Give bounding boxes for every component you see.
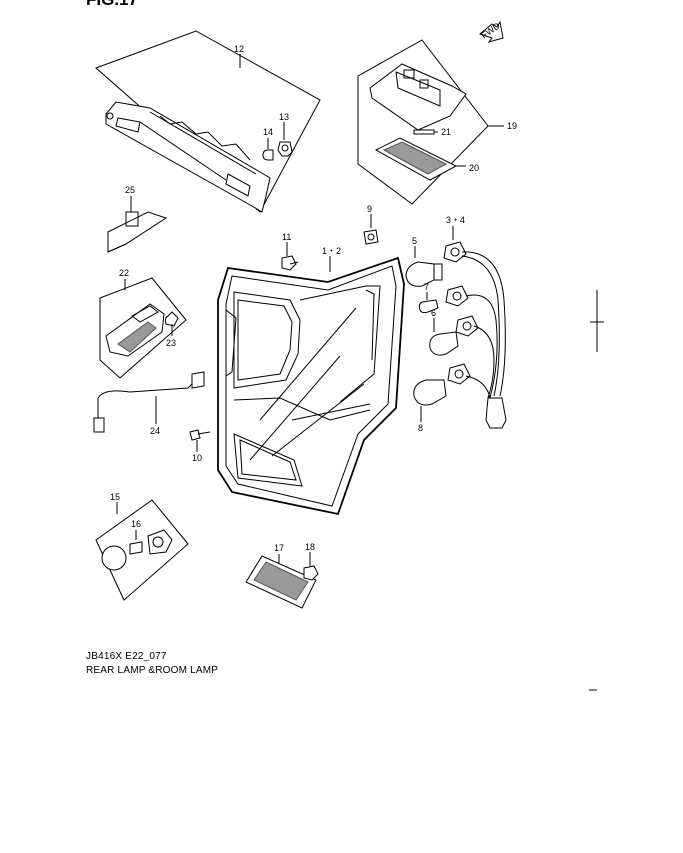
part-label-14: 14 bbox=[263, 127, 273, 137]
part-label-19: 19 bbox=[507, 121, 517, 131]
nut-18: 18 bbox=[303, 542, 319, 581]
part-label-11: 11 bbox=[282, 232, 291, 242]
bulb-6: 6 bbox=[429, 308, 459, 356]
part-label-22: 22 bbox=[119, 268, 129, 278]
part-label-23: 23 bbox=[166, 338, 176, 348]
rear-combination-lamp: 1・2 bbox=[217, 246, 405, 516]
diagram-code: JB416X E22_077 bbox=[86, 651, 167, 662]
grommet-9: 9 bbox=[363, 204, 379, 245]
high-mount-lamp-group: 12 14 13 bbox=[95, 30, 321, 213]
wiring-harness-3-4: 3・4 bbox=[443, 215, 507, 429]
part-label-16: 16 bbox=[131, 519, 141, 529]
figure-title: FIG.17 bbox=[86, 0, 138, 10]
room-lamp-housing bbox=[369, 63, 467, 131]
screw-10: 10 bbox=[189, 429, 211, 463]
high-mount-stop-lamp bbox=[105, 101, 271, 213]
room-lamp-group: 19 21 20 bbox=[357, 39, 517, 205]
diagram-description: REAR LAMP &ROOM LAMP bbox=[86, 665, 219, 676]
part-label-13: 13 bbox=[279, 112, 289, 122]
bulb-8: 8 bbox=[413, 379, 447, 433]
part-label-6: 6 bbox=[431, 308, 436, 318]
fwd-arrow-icon: FWD bbox=[478, 20, 504, 43]
part-label-1-2: 1・2 bbox=[322, 246, 341, 256]
side-lamp-group: 15 16 bbox=[95, 492, 189, 601]
part-label-12: 12 bbox=[234, 44, 244, 54]
part-label-18: 18 bbox=[305, 542, 315, 552]
lens-20: 20 bbox=[374, 137, 479, 181]
part-label-10: 10 bbox=[192, 453, 202, 463]
part-label-5: 5 bbox=[412, 236, 417, 246]
part-label-17: 17 bbox=[274, 543, 284, 553]
part-label-25: 25 bbox=[125, 185, 135, 195]
bulb-23: 23 bbox=[164, 311, 179, 348]
socket-13: 13 bbox=[277, 112, 293, 157]
part-label-24: 24 bbox=[150, 426, 160, 436]
bulb-5: 5 bbox=[405, 236, 443, 287]
part-label-9: 9 bbox=[367, 204, 372, 214]
cover-25: 25 bbox=[107, 185, 168, 253]
license-lamp-group: 22 23 bbox=[99, 268, 187, 379]
bulb-7: 7 bbox=[418, 282, 439, 314]
part-label-3-4: 3・4 bbox=[446, 215, 465, 225]
nut-11: 11 bbox=[281, 232, 299, 271]
harness-24: 24 bbox=[93, 371, 205, 436]
part-label-7: 7 bbox=[424, 282, 429, 292]
reflector-17: 17 bbox=[245, 543, 317, 609]
bulb-21: 21 bbox=[413, 127, 451, 137]
part-label-15: 15 bbox=[110, 492, 120, 502]
bulb-14: 14 bbox=[262, 127, 274, 161]
part-label-20: 20 bbox=[469, 163, 479, 173]
part-label-8: 8 bbox=[418, 423, 423, 433]
part-label-21: 21 bbox=[441, 127, 451, 137]
